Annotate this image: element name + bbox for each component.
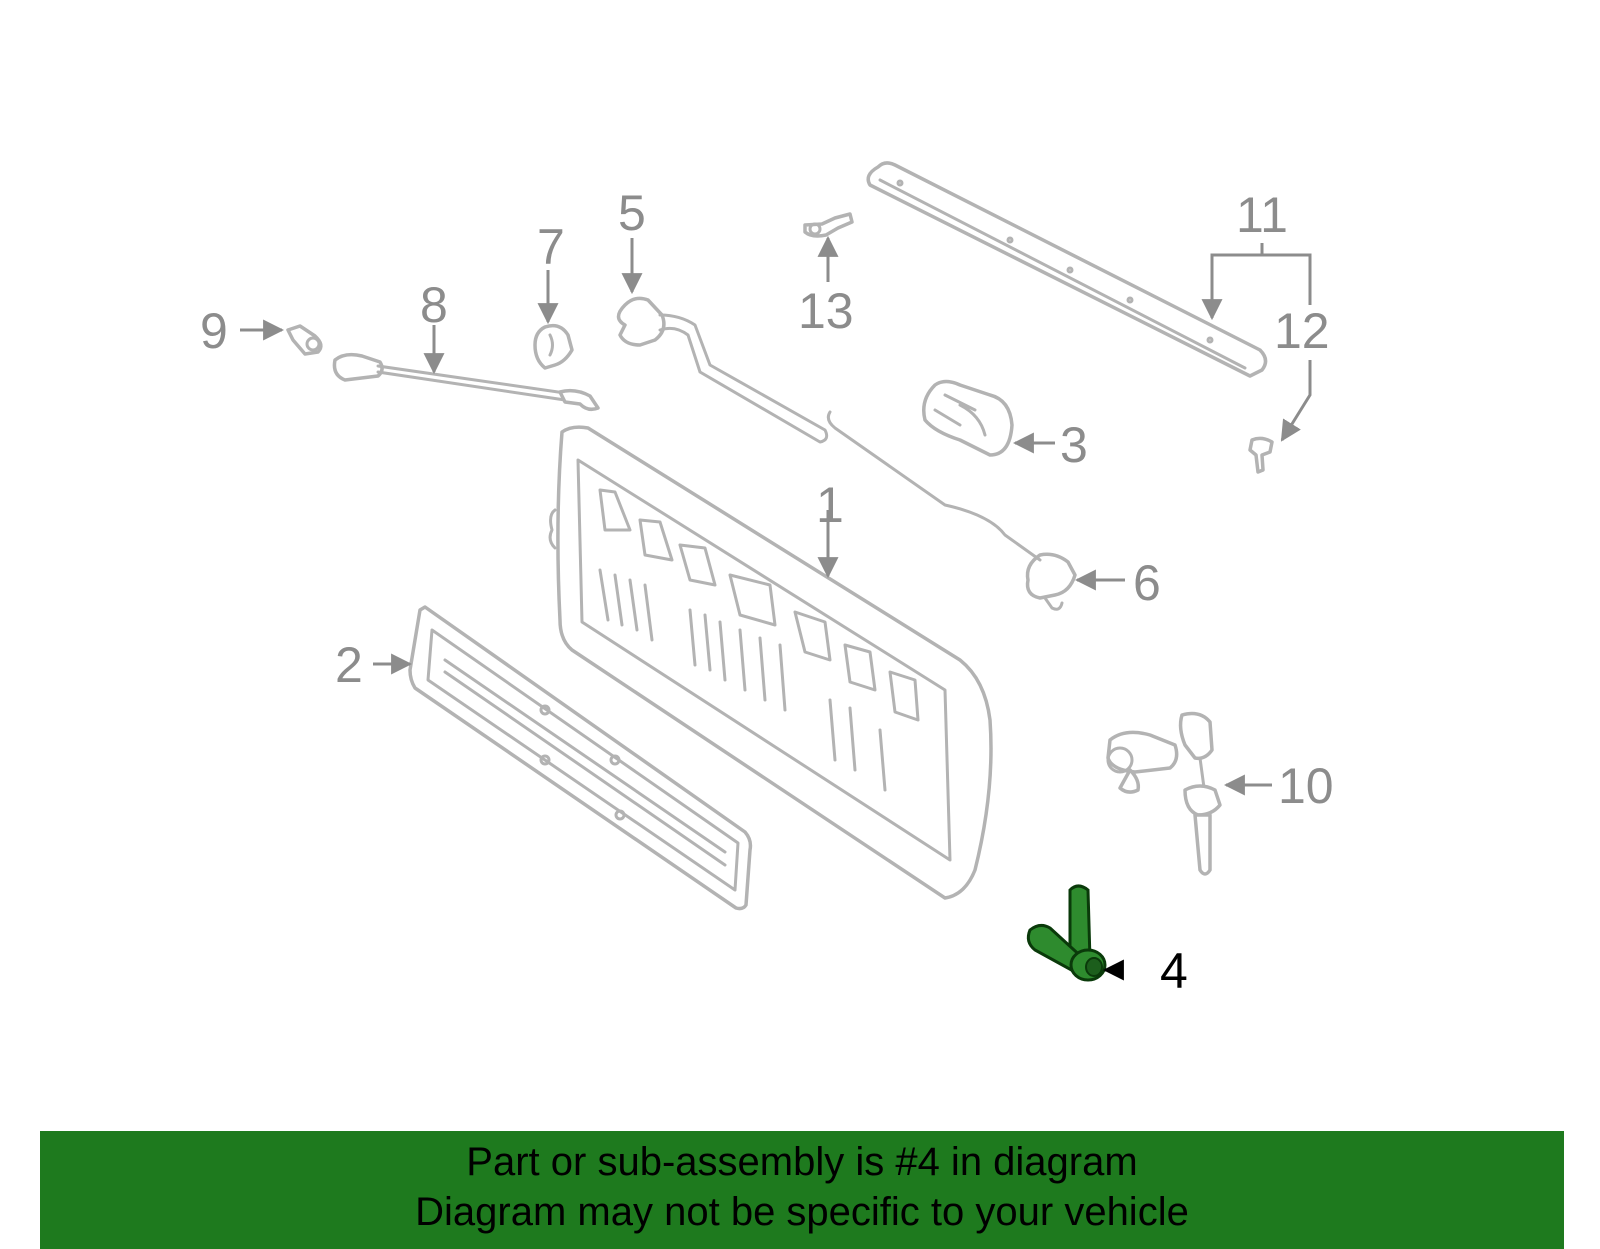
- banner-disclaimer-line: Diagram may not be specific to your vehi…: [415, 1190, 1189, 1234]
- part-6-latch-rod[interactable]: [826, 410, 1077, 611]
- callout-10: 10: [1278, 758, 1334, 814]
- part-info-banner: Part or sub-assembly is #4 in diagram Di…: [40, 1131, 1564, 1249]
- callout-8: 8: [420, 277, 448, 333]
- part-9-bolt[interactable]: [286, 324, 323, 356]
- part-13-bolt[interactable]: [803, 212, 854, 238]
- leader-lines: [240, 235, 1312, 981]
- callout-7: 7: [537, 219, 565, 275]
- callouts: 1 2 3 4 5 6 7 8 9 10 11 12 13: [200, 185, 1334, 999]
- part-3-handle-bezel[interactable]: [922, 379, 1014, 457]
- part-2-trim-panel[interactable]: [408, 605, 753, 911]
- part-8-cable[interactable]: [332, 352, 600, 412]
- callout-2: 2: [335, 637, 363, 693]
- part-4-handle[interactable]: [1026, 884, 1107, 982]
- callout-3: 3: [1060, 417, 1088, 473]
- callout-12: 12: [1274, 303, 1330, 359]
- parts-diagram: 1 2 3 4 5 6 7 8 9 10 11 12 13: [200, 161, 1334, 999]
- part-1-tailgate[interactable]: [548, 425, 993, 900]
- banner-part-line: Part or sub-assembly is #4 in diagram: [466, 1140, 1138, 1184]
- part-7-stop[interactable]: [533, 323, 574, 370]
- callout-11: 11: [1236, 187, 1288, 243]
- callout-5: 5: [618, 185, 646, 241]
- part-10-lock-cylinder[interactable]: [1106, 711, 1222, 876]
- callout-13: 13: [798, 283, 854, 339]
- callout-4: 4: [1160, 943, 1188, 999]
- callout-6: 6: [1133, 555, 1161, 611]
- part-11-protector[interactable]: [866, 161, 1268, 378]
- callout-1: 1: [816, 477, 844, 533]
- part-5-latch-rod[interactable]: [616, 296, 829, 444]
- callout-9: 9: [200, 303, 228, 359]
- part-12-clip[interactable]: [1248, 436, 1274, 474]
